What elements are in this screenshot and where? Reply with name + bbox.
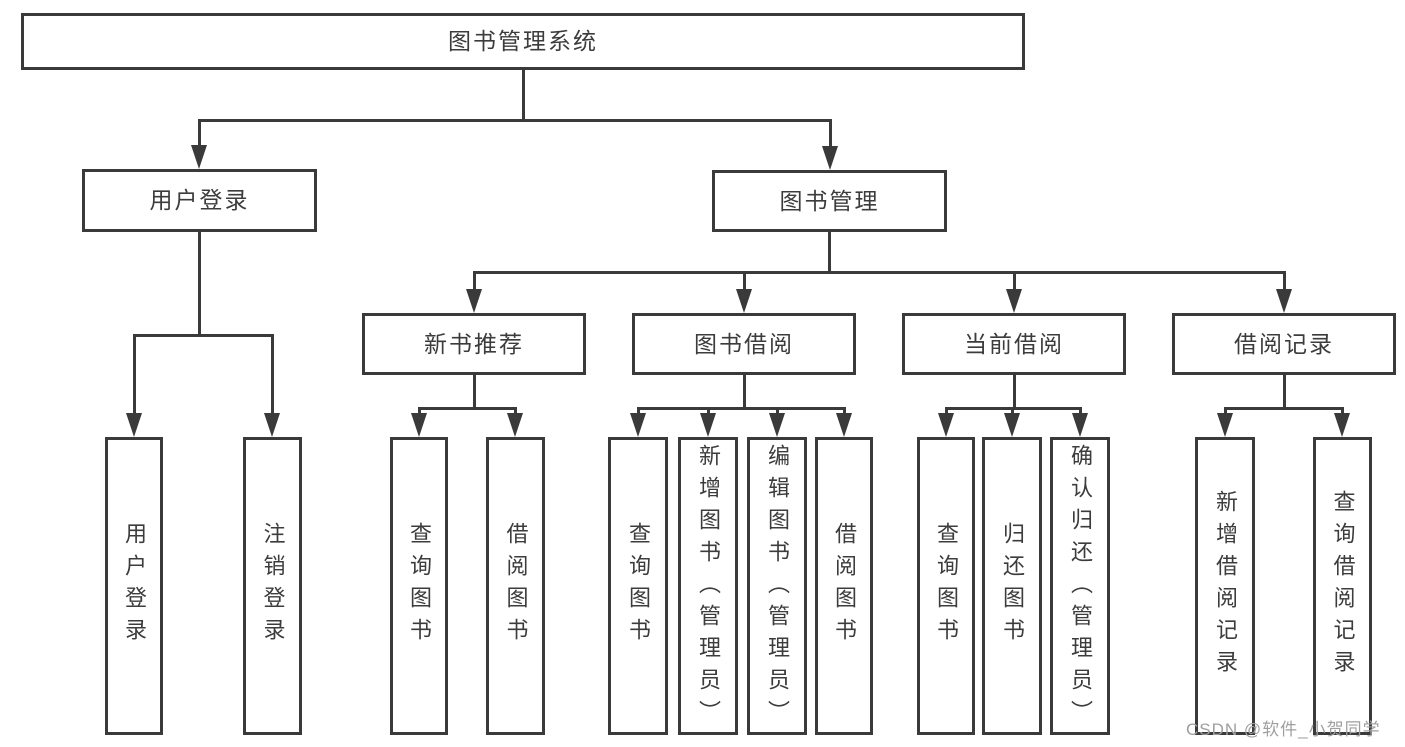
node-query-borrow-record: 查询借阅记录	[1313, 437, 1372, 735]
arrow-down-icon	[1276, 289, 1292, 313]
connector-drop	[1012, 272, 1016, 293]
connector-drop	[636, 408, 640, 417]
node-borrow-books-2: 借阅图书	[815, 437, 873, 735]
node-query-books-3: 查询图书	[917, 437, 975, 735]
connector-drop	[472, 272, 476, 293]
arrow-down-icon	[126, 413, 142, 437]
connector-drop	[828, 120, 832, 150]
node-borrowing-records: 借阅记录	[1172, 313, 1396, 375]
connector-drop	[842, 408, 846, 417]
node-query-books-2: 查询图书	[608, 437, 668, 735]
node-user-login: 用户登录	[82, 169, 317, 232]
connector-drop	[417, 408, 421, 417]
node-add-borrow-record: 新增借阅记录	[1195, 437, 1255, 735]
node-book-borrowing: 图书借阅	[632, 313, 856, 375]
arrow-down-icon	[736, 289, 752, 313]
connector-drop	[775, 408, 779, 417]
connector-bar	[472, 270, 1286, 274]
node-borrow-books-1: 借阅图书	[486, 437, 545, 735]
connector-drop	[1223, 408, 1227, 417]
connector-drop	[1078, 408, 1082, 417]
connector-drop	[197, 120, 201, 149]
arrow-down-icon	[191, 145, 207, 169]
connector-drop	[742, 272, 746, 293]
connector-drop	[944, 408, 948, 417]
arrow-down-icon	[769, 413, 785, 437]
connector-drop	[1282, 272, 1286, 293]
arrow-down-icon	[1334, 413, 1350, 437]
node-new-book-recommend: 新书推荐	[362, 313, 586, 375]
node-edit-books-admin: 编辑图书（管理员）	[747, 437, 807, 735]
connector-bar	[1223, 406, 1344, 410]
arrow-down-icon	[836, 413, 852, 437]
csdn-watermark: CSDN @软件_小贺同学	[1186, 720, 1381, 739]
connector-bar	[197, 118, 832, 122]
node-confirm-return-admin: 确认归还（管理员）	[1050, 437, 1110, 735]
connector-bar	[417, 406, 517, 410]
arrow-down-icon	[264, 413, 280, 437]
node-logout-leaf: 注销登录	[243, 437, 302, 735]
connector-stem	[1012, 375, 1016, 408]
connector-drop	[706, 408, 710, 417]
arrow-down-icon	[1006, 289, 1022, 313]
connector-stem	[521, 70, 525, 120]
arrow-down-icon	[700, 413, 716, 437]
node-root: 图书管理系统	[21, 13, 1025, 70]
node-user-login-leaf: 用户登录	[105, 437, 163, 735]
node-return-books: 归还图书	[982, 437, 1042, 735]
connector-stem	[827, 232, 831, 272]
connector-drop	[513, 408, 517, 417]
connector-drop	[270, 335, 274, 417]
node-add-books-admin: 新增图书（管理员）	[678, 437, 738, 735]
node-query-books-1: 查询图书	[390, 437, 448, 735]
node-book-management: 图书管理	[712, 170, 947, 232]
connector-bar	[132, 333, 274, 337]
arrow-down-icon	[630, 413, 646, 437]
arrow-down-icon	[1072, 413, 1088, 437]
arrow-down-icon	[1217, 413, 1233, 437]
node-current-borrowing: 当前借阅	[902, 313, 1126, 375]
connector-drop	[132, 335, 136, 417]
arrow-down-icon	[411, 413, 427, 437]
connector-drop	[1010, 408, 1014, 417]
connector-stem	[472, 375, 476, 408]
connector-stem	[197, 232, 201, 335]
arrow-down-icon	[466, 289, 482, 313]
connector-bar	[636, 406, 846, 410]
arrow-down-icon	[1004, 413, 1020, 437]
arrow-down-icon	[822, 146, 838, 170]
arrow-down-icon	[507, 413, 523, 437]
connector-stem	[1282, 375, 1286, 408]
connector-stem	[742, 375, 746, 408]
arrow-down-icon	[938, 413, 954, 437]
connector-drop	[1340, 408, 1344, 417]
